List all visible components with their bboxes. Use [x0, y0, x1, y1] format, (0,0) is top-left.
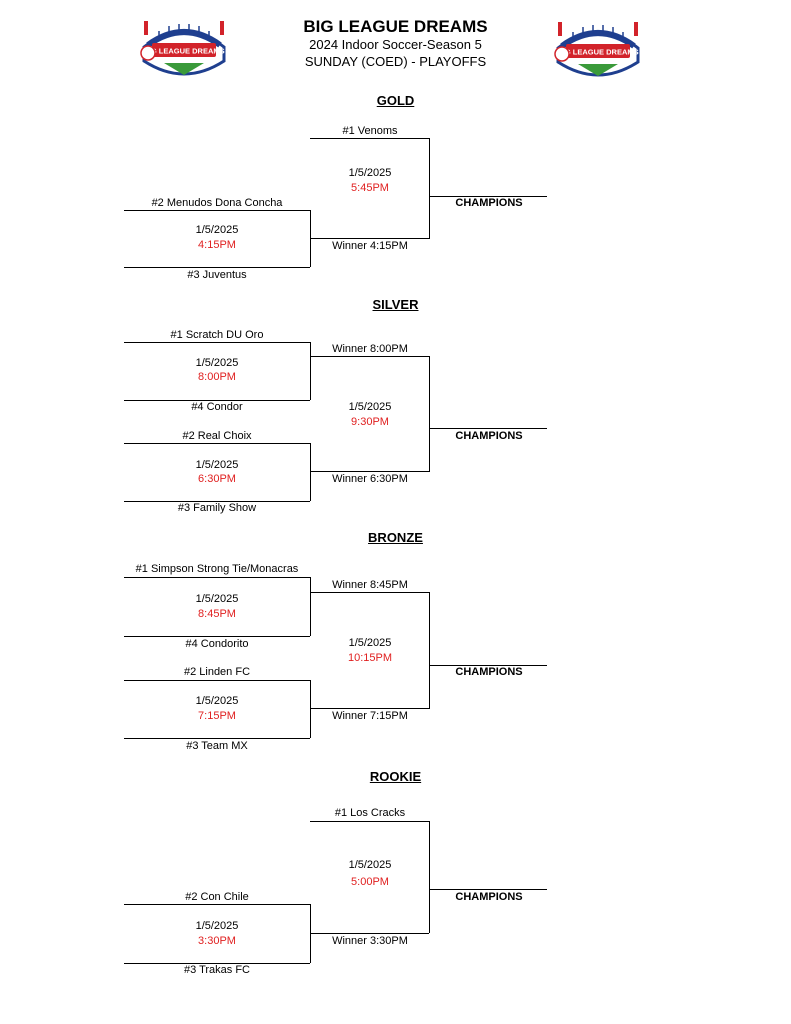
- silver-m2-date: 1/5/2025: [195, 459, 239, 471]
- gold-champions: CHAMPIONS: [455, 197, 523, 209]
- bronze-champions: CHAMPIONS: [455, 666, 523, 678]
- bracket-line: [429, 138, 430, 239]
- bracket-line: [429, 428, 547, 429]
- bracket-line: [310, 356, 429, 357]
- bronze-m1-time: 8:45PM: [198, 608, 236, 620]
- silver-final-time: 9:30PM: [351, 416, 389, 428]
- page-subtitle-season: 2024 Indoor Soccer-Season 5: [309, 37, 482, 52]
- bracket-line: [124, 501, 310, 502]
- page-title: BIG LEAGUE DREAMS: [303, 17, 488, 36]
- rookie-champions: CHAMPIONS: [455, 891, 523, 903]
- bronze-final-date: 1/5/2025: [348, 637, 392, 649]
- bracket-line: [429, 356, 430, 472]
- rookie-team-1: #1 Los Cracks: [334, 807, 406, 819]
- bracket-line: [310, 138, 429, 139]
- rookie-team-2: #2 Con Chile: [185, 891, 249, 903]
- bronze-m2-time: 7:15PM: [198, 710, 236, 722]
- bracket-line: [429, 665, 547, 666]
- rookie-semi-date: 1/5/2025: [195, 920, 239, 932]
- silver-champions: CHAMPIONS: [455, 430, 523, 442]
- bracket-line: [429, 592, 430, 709]
- silver-winner-1: Winner 8:00PM: [332, 343, 408, 355]
- gold-final-time: 5:45PM: [351, 182, 389, 194]
- silver-m1-time: 8:00PM: [198, 371, 236, 383]
- gold-team-3: #3 Juventus: [187, 269, 247, 281]
- bracket-line: [124, 267, 310, 268]
- gold-team-1: #1 Venoms: [342, 125, 398, 137]
- silver-m1-date: 1/5/2025: [195, 357, 239, 369]
- bracket-line: [124, 210, 310, 211]
- silver-final-date: 1/5/2025: [348, 401, 392, 413]
- big-league-dreams-logo-right: BIG LEAGUE DREAMS: [548, 18, 648, 84]
- bronze-final-time: 10:15PM: [347, 652, 393, 664]
- rookie-section-title: ROOKIE: [369, 769, 422, 784]
- silver-m2-time: 6:30PM: [198, 473, 236, 485]
- bracket-line: [124, 443, 310, 444]
- bronze-m2-date: 1/5/2025: [195, 695, 239, 707]
- bracket-line: [310, 821, 429, 822]
- bracket-line: [124, 342, 310, 343]
- silver-section-title: SILVER: [372, 297, 419, 312]
- bronze-team-4: #4 Condorito: [185, 638, 249, 650]
- rookie-semi-winner: Winner 3:30PM: [332, 935, 408, 947]
- bronze-team-1: #1 Simpson Strong Tie/Monacras: [135, 563, 299, 575]
- rookie-final-date: 1/5/2025: [348, 859, 392, 871]
- bronze-team-2: #2 Linden FC: [183, 666, 251, 678]
- bronze-winner-1: Winner 8:45PM: [332, 579, 408, 591]
- bracket-line: [429, 821, 430, 933]
- rookie-team-3: #3 Trakas FC: [183, 964, 251, 976]
- logo-text: BIG LEAGUE DREAMS: [143, 47, 224, 56]
- bracket-line: [429, 196, 547, 197]
- big-league-dreams-logo-left: BIG LEAGUE DREAMS: [134, 17, 234, 83]
- bracket-line: [124, 738, 310, 739]
- bracket-line: [310, 471, 429, 472]
- bracket-line: [310, 238, 429, 239]
- bracket-line: [124, 904, 310, 905]
- bracket-line: [124, 680, 310, 681]
- logo-text: BIG LEAGUE DREAMS: [557, 48, 638, 57]
- bracket-line: [124, 636, 310, 637]
- bracket-line: [124, 577, 310, 578]
- gold-section-title: GOLD: [376, 93, 415, 108]
- bracket-line: [310, 577, 311, 636]
- gold-final-date: 1/5/2025: [348, 167, 392, 179]
- bracket-line: [310, 443, 311, 501]
- silver-team-2: #2 Real Choix: [182, 430, 252, 442]
- bracket-line: [124, 963, 310, 964]
- rookie-final-time: 5:00PM: [351, 876, 389, 888]
- bronze-winner-2: Winner 7:15PM: [332, 710, 408, 722]
- bracket-line: [310, 708, 429, 709]
- silver-team-3: #3 Family Show: [177, 502, 257, 514]
- gold-team-2: #2 Menudos Dona Concha: [151, 197, 283, 209]
- bronze-m1-date: 1/5/2025: [195, 593, 239, 605]
- page-subtitle-division: SUNDAY (COED) - PLAYOFFS: [304, 54, 487, 69]
- rookie-semi-time: 3:30PM: [198, 935, 236, 947]
- bracket-line: [124, 400, 310, 401]
- gold-semi-time: 4:15PM: [198, 239, 236, 251]
- bracket-line: [429, 889, 547, 890]
- silver-team-1: #1 Scratch DU Oro: [170, 329, 264, 341]
- bracket-line: [310, 933, 429, 934]
- gold-semi-date: 1/5/2025: [195, 224, 239, 236]
- silver-winner-2: Winner 6:30PM: [332, 473, 408, 485]
- silver-team-4: #4 Condor: [191, 401, 243, 413]
- bronze-team-3: #3 Team MX: [186, 740, 248, 752]
- gold-semi-winner: Winner 4:15PM: [332, 240, 408, 252]
- bracket-line: [310, 342, 311, 400]
- bracket-line: [310, 592, 429, 593]
- bronze-section-title: BRONZE: [368, 530, 423, 545]
- bracket-line: [310, 680, 311, 738]
